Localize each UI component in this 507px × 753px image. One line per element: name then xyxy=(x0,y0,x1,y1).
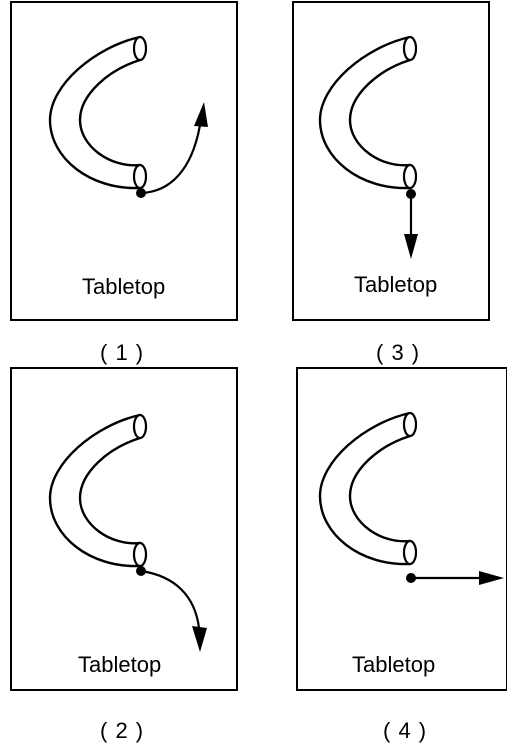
ball-path xyxy=(139,569,201,630)
arrow-icon xyxy=(404,234,418,259)
caption-2: ( 2 ) xyxy=(100,718,144,743)
arrow-icon xyxy=(192,626,207,652)
panel-2: Tabletop xyxy=(10,367,238,691)
panel-1: Tabletop xyxy=(10,1,238,321)
caption-4: ( 4 ) xyxy=(383,718,427,743)
panel-4-frame xyxy=(296,367,507,691)
panel-4: Tabletop xyxy=(296,367,507,691)
panel-3-frame xyxy=(292,1,490,321)
tabletop-label: Tabletop xyxy=(352,652,435,677)
caption-3: ( 3 ) xyxy=(376,340,420,365)
panel-3: Tabletop xyxy=(292,1,490,321)
caption-1: ( 1 ) xyxy=(100,340,144,365)
panel-1-frame xyxy=(10,1,238,321)
tabletop-label: Tabletop xyxy=(78,652,161,677)
tabletop-label: Tabletop xyxy=(82,274,165,299)
tabletop-label: Tabletop xyxy=(354,272,437,297)
ball-path xyxy=(139,123,202,195)
panel-2-frame xyxy=(10,367,238,691)
arrow-icon xyxy=(479,571,504,585)
arrow-icon xyxy=(194,102,208,127)
